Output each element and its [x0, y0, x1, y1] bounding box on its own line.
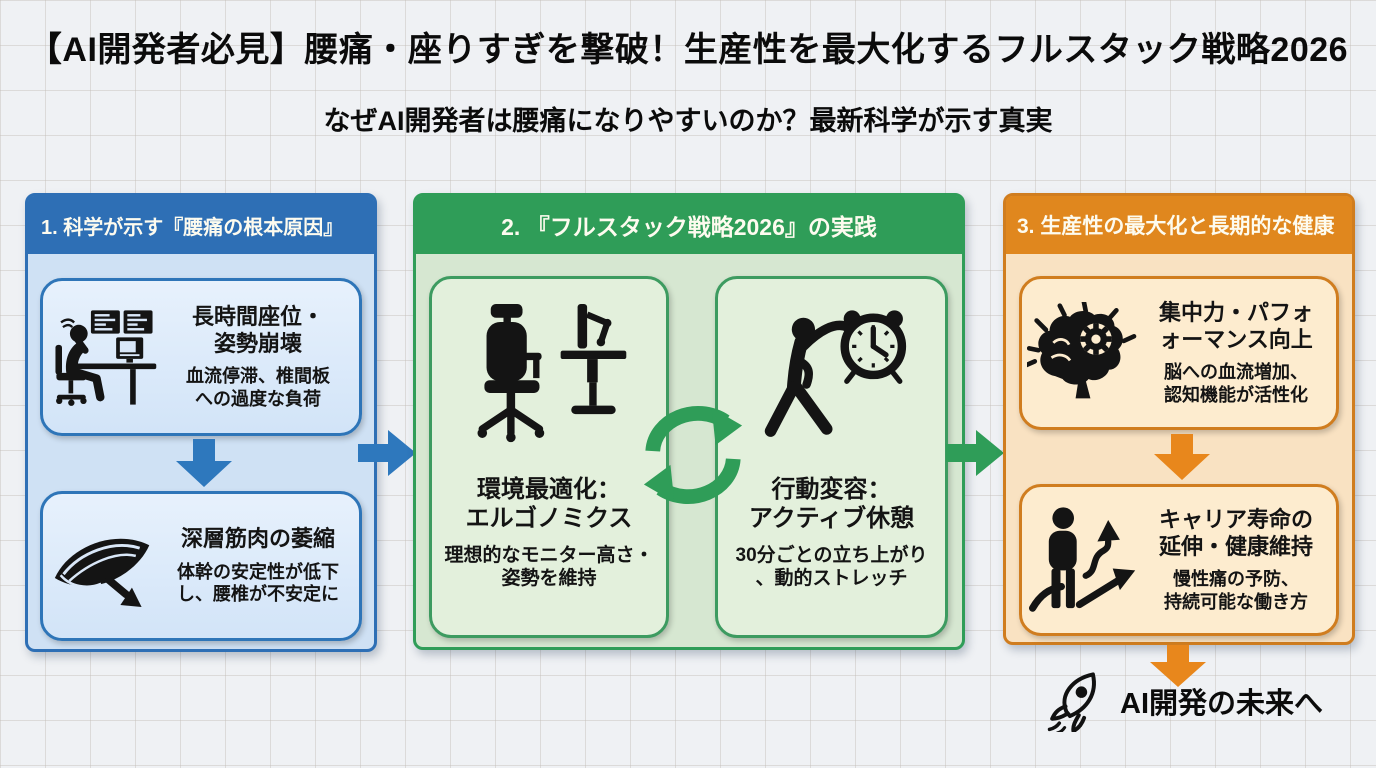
- card-heading: 長時間座位・ 姿勢崩壊: [191, 303, 324, 356]
- future-label: AI開発の未来へ: [1120, 688, 1324, 720]
- section3-header: 3. 生産性の最大化と長期的な健康: [1006, 196, 1352, 254]
- career-growth-icon: [1022, 503, 1144, 617]
- section-strategy-2026: 2. 『フルスタック戦略2026』の実践: [413, 193, 965, 650]
- card-desc: 理想的なモニター高さ・ 姿勢を維持: [444, 544, 654, 590]
- page-title: 【AI開発者必見】腰痛・座りすぎを撃破！生産性を最大化するフルスタック戦略202…: [27, 31, 1349, 69]
- card-desc: 慢性痛の予防、 持続可能な働き方: [1164, 569, 1308, 612]
- section2-header: 2. 『フルスタック戦略2026』の実践: [416, 196, 962, 254]
- card-active-break: 行動変容： アクティブ休憩 30分ごとの立ち上がり 、動的ストレッチ: [715, 276, 948, 638]
- down-arrow-outcome: [1154, 434, 1210, 480]
- future-callout: AI開発の未来へ: [1046, 670, 1324, 735]
- card-desc: 体幹の安定性が低下 し、腰椎が不安定に: [177, 561, 339, 605]
- arrow-step1-to-step2: [358, 430, 416, 476]
- card-career-longevity: キャリア寿命の 延伸・健康維持 慢性痛の予防、 持続可能な働き方: [1019, 484, 1339, 636]
- card-focus-performance: 集中力・パフォ ォーマンス向上 脳への血流増加、 認知機能が活性化: [1019, 276, 1339, 430]
- card-muscle-atrophy: 深層筋肉の萎縮 体幹の安定性が低下 し、腰椎が不安定に: [40, 491, 362, 641]
- arrow-step2-to-step3: [946, 430, 1004, 476]
- ergonomic-desk-icon: [459, 297, 639, 455]
- brain-gear-icon: [1022, 302, 1144, 404]
- developer-desk-icon: [43, 305, 165, 409]
- section1-header: 1. 科学が示す『腰痛の根本原因』: [28, 196, 374, 254]
- down-arrow-future: [1150, 645, 1206, 687]
- card-ergonomics: 環境最適化： エルゴノミクス 理想的なモニター高さ・ 姿勢を維持: [429, 276, 669, 638]
- card-heading: 環境最適化： エルゴノミクス: [465, 476, 633, 533]
- card-desc: 脳への血流増加、 認知機能が活性化: [1164, 362, 1308, 405]
- page-subtitle: なぜAI開発者は腰痛になりやすいのか？最新科学が示す真実: [323, 106, 1053, 136]
- card-prolonged-sitting: 長時間座位・ 姿勢崩壊 血流停滞、椎間板 への過度な負荷: [40, 278, 362, 436]
- stretching-clock-icon: [742, 297, 922, 455]
- card-heading: 行動変容： アクティブ休憩: [748, 476, 915, 533]
- card-heading: キャリア寿命の 延伸・健康維持: [1158, 506, 1313, 559]
- cycle-arrows-icon: [639, 394, 747, 516]
- card-heading: 集中力・パフォ ォーマンス向上: [1158, 299, 1313, 352]
- section-root-causes: 1. 科学が示す『腰痛の根本原因』: [25, 193, 377, 652]
- card-desc: 30分ごとの立ち上がり 、動的ストレッチ: [735, 544, 928, 590]
- muscle-atrophy-icon: [43, 520, 165, 612]
- down-arrow-cause: [176, 439, 232, 487]
- section-productivity-health: 3. 生産性の最大化と長期的な健康: [1003, 193, 1355, 645]
- card-desc: 血流停滞、椎間板 への過度な負荷: [186, 366, 330, 409]
- rocket-icon: [1046, 670, 1108, 735]
- card-heading: 深層筋肉の萎縮: [180, 526, 335, 552]
